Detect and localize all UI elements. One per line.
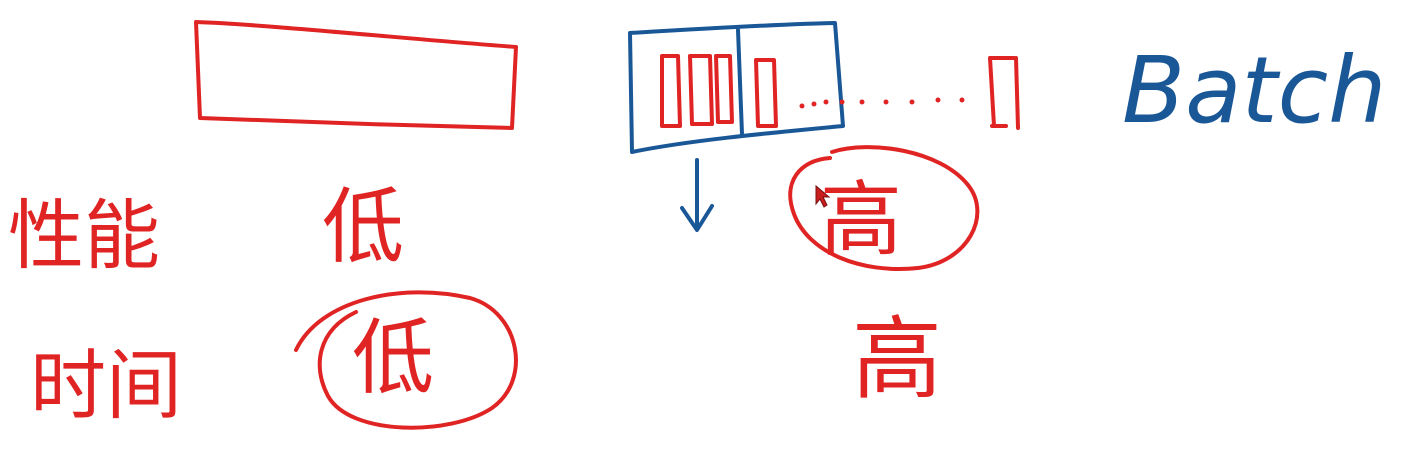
- single-performance-value: 低: [322, 180, 404, 275]
- single-time-value: 低: [352, 311, 434, 406]
- batch-performance-value: 高: [820, 173, 902, 268]
- batch-time-value: 高: [852, 307, 942, 412]
- batch-performance-circle: [788, 145, 980, 271]
- small-record-1: [660, 54, 682, 128]
- ellipsis-dots: [799, 97, 965, 109]
- mouse-pointer-icon: [815, 184, 831, 208]
- single-time-circle: [294, 290, 518, 430]
- down-arrow-icon: [680, 158, 714, 232]
- small-record-3: [714, 54, 734, 124]
- row-label-performance: 性能: [8, 191, 160, 280]
- batch-container-box: [628, 21, 845, 154]
- small-record-4: [754, 58, 778, 128]
- small-record-2: [688, 54, 714, 126]
- single-record-box: [194, 20, 518, 130]
- row-label-time: 时间: [30, 341, 182, 430]
- batch-label: Batch: [1122, 37, 1386, 144]
- batch-container-divider: [736, 28, 744, 136]
- small-record-last: [988, 56, 1020, 130]
